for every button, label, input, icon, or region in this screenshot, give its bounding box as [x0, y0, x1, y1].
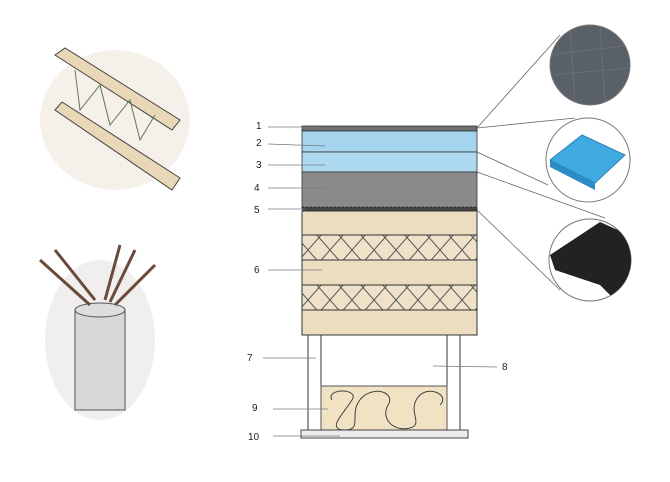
label-5: 5: [254, 205, 260, 216]
timber-column-sketch: [38, 244, 157, 420]
label-9: 9: [252, 403, 258, 414]
layer-2-insulation: [301, 130, 478, 153]
label-1: 1: [256, 121, 262, 132]
detail-connectors: [476, 34, 606, 291]
layer-5-acoustic-mat: [301, 206, 478, 212]
label-10: 10: [248, 432, 260, 443]
stud-right: [446, 334, 461, 433]
layer-10-ceiling-board: [300, 429, 469, 439]
label-7: 7: [247, 353, 253, 364]
label-6: 6: [254, 265, 260, 276]
acoustic-mat-detail: [548, 218, 632, 302]
label-8: 8: [502, 362, 508, 373]
label-4: 4: [254, 183, 260, 194]
layer-4-screed: [301, 171, 478, 209]
membrane-texture-detail: [549, 24, 631, 106]
stud-left: [307, 334, 322, 433]
layer-3-insulation: [301, 151, 478, 173]
label-2: 2: [256, 138, 262, 149]
timber-i-joist-sketch: [40, 47, 190, 191]
layer-6-clt-panel: [301, 210, 478, 336]
layer-1-membrane: [301, 125, 478, 132]
label-3: 3: [256, 160, 262, 171]
leader-lines: [263, 126, 498, 437]
blue-foam-board-detail: [545, 117, 631, 203]
mineral-wool-insulation: [320, 385, 448, 431]
